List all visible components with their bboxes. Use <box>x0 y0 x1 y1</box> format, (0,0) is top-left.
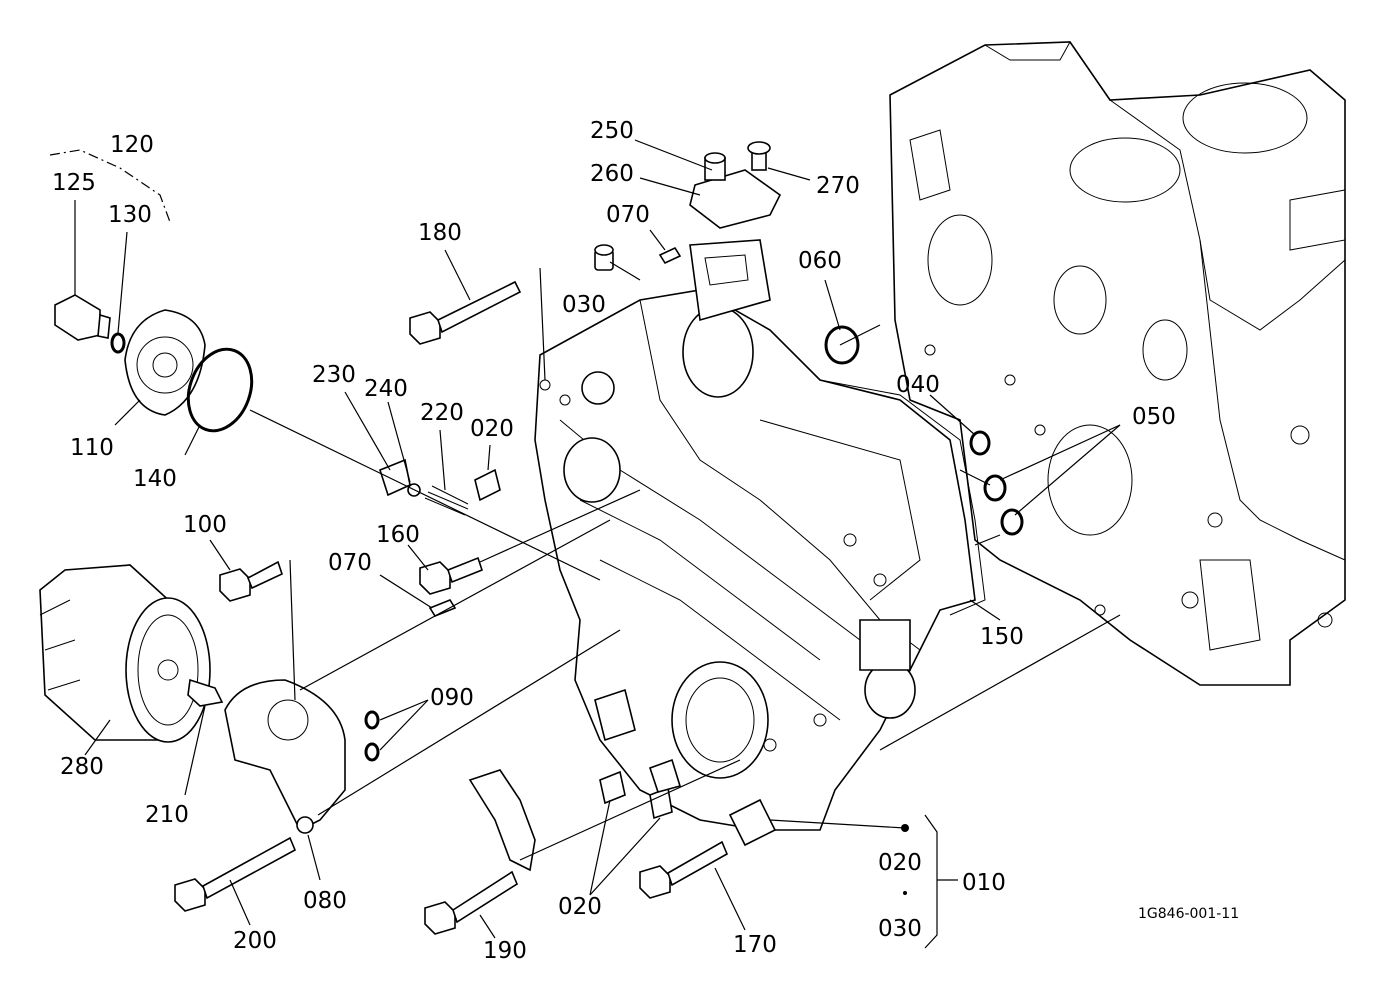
label-220: 220 <box>420 400 464 426</box>
label-030-top: 030 <box>562 292 606 318</box>
dot-030 <box>903 891 907 895</box>
label-260: 260 <box>590 161 634 187</box>
bolt-100 <box>219 560 283 602</box>
filter-bracket <box>224 679 380 834</box>
bolt-160 <box>419 556 483 595</box>
oil-filter <box>39 564 224 743</box>
label-125: 125 <box>52 170 96 196</box>
oil-cooler-plate <box>54 294 254 433</box>
label-020-bottom: 020 <box>558 894 602 920</box>
link-arm <box>468 769 536 872</box>
label-190: 190 <box>483 938 527 964</box>
dot-020 <box>901 824 909 832</box>
leader-lines <box>49 139 1121 949</box>
label-240: 240 <box>364 376 408 402</box>
label-090: 090 <box>430 685 474 711</box>
label-010: 010 <box>962 870 1006 896</box>
label-030-legend: 030 <box>878 916 922 942</box>
label-070-top: 070 <box>606 202 650 228</box>
bolt-180 <box>409 280 522 345</box>
gear-case <box>534 239 976 847</box>
label-120: 120 <box>110 132 154 158</box>
drawing-code: 1G846-001-11 <box>1138 906 1239 922</box>
label-050: 050 <box>1132 404 1176 430</box>
label-060: 060 <box>798 248 842 274</box>
bolt-170 <box>639 840 729 899</box>
small-parts <box>379 244 1024 820</box>
label-230: 230 <box>312 362 356 388</box>
label-020-mid: 020 <box>470 416 514 442</box>
label-250: 250 <box>590 118 634 144</box>
bolt-190 <box>424 870 518 935</box>
label-170: 170 <box>733 932 777 958</box>
label-020-legend: 020 <box>878 850 922 876</box>
label-270: 270 <box>816 173 860 199</box>
label-080: 080 <box>303 888 347 914</box>
label-160: 160 <box>376 522 420 548</box>
label-210: 210 <box>145 802 189 828</box>
engine-block <box>889 41 1346 686</box>
label-040: 040 <box>896 372 940 398</box>
thermostat-cover <box>689 141 782 229</box>
label-200: 200 <box>233 928 277 954</box>
callout-labels: 120 125 130 110 140 180 250 260 270 070 … <box>52 118 1239 964</box>
label-280: 280 <box>60 754 104 780</box>
label-130: 130 <box>108 202 152 228</box>
label-110: 110 <box>70 435 114 461</box>
label-140: 140 <box>133 466 177 492</box>
gasket-outline <box>819 379 986 616</box>
label-150: 150 <box>980 624 1024 650</box>
label-100: 100 <box>183 512 227 538</box>
bolt-200 <box>174 836 297 912</box>
label-180: 180 <box>418 220 462 246</box>
label-070-mid: 070 <box>328 550 372 576</box>
